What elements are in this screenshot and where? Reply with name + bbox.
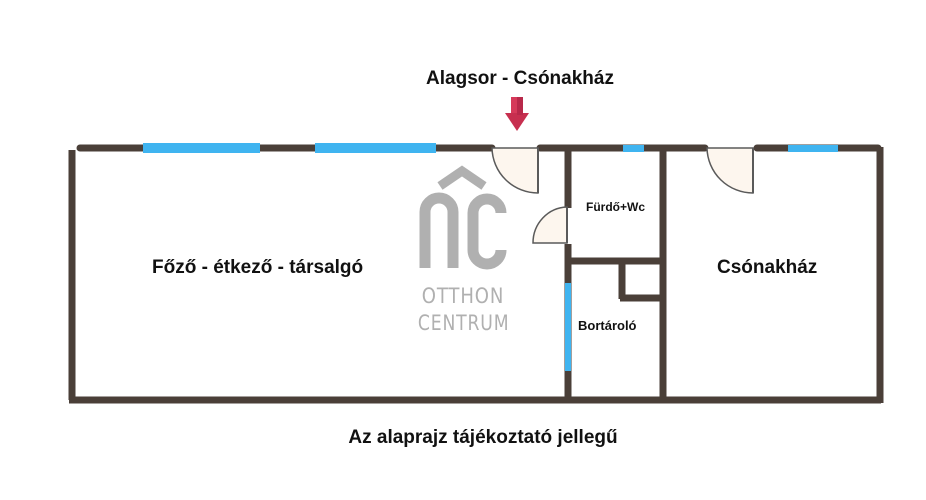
disclaimer-note: Az alaprajz tájékoztató jellegű [348,427,618,448]
floor-title: Alagsor - Csónakház [426,68,614,89]
otthon-centrum-logo-icon [419,165,507,270]
window [565,283,571,371]
windows [143,143,838,371]
window [623,145,644,152]
window [315,143,436,153]
door-boathouse [706,147,754,194]
window [143,143,260,153]
door-entrance [491,147,539,194]
room-label-wine-cellar: Bortároló [578,318,637,333]
arrow-down-icon [505,97,529,131]
room-label-bathroom: Fürdő+Wc [586,200,645,214]
room-label-boathouse: Csónakház [717,257,818,278]
window [788,145,838,152]
logo-text-centrum: CENTRUM [417,311,510,335]
door-bathroom [532,206,568,244]
logo-text-otthon: OTTHON [421,284,505,308]
room-label-living: Főző - étkező - társalgó [152,257,364,278]
